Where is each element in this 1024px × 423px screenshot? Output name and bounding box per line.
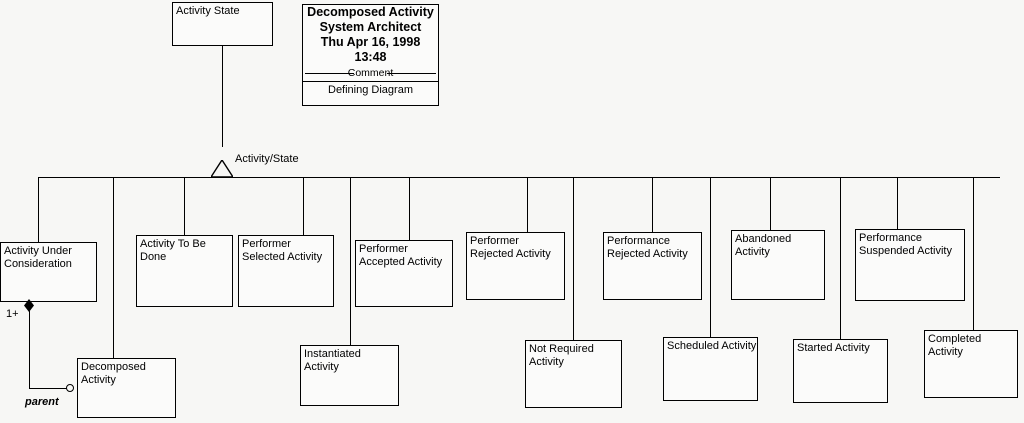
- class-name-activity-to-be-done: Activity To Be Done: [140, 238, 206, 263]
- class-name-activity-under-consideration: Activity Under Consideration: [4, 245, 72, 270]
- title-block-time: 13:48: [354, 50, 387, 64]
- connector-activity-under-consideration: [38, 177, 39, 242]
- class-box-activity-to-be-done[interactable]: Activity To Be Done: [136, 235, 233, 307]
- class-name-started-activity: Started Activity: [797, 342, 870, 354]
- class-name-completed-activity: Completed Activity: [928, 333, 982, 358]
- association-segment-horizontal: [29, 388, 67, 389]
- connector-abandoned-activity: [770, 177, 771, 230]
- connector-not-required-activity: [573, 177, 574, 340]
- class-name-not-required-activity: Not Required Activity: [529, 343, 594, 368]
- class-name-performance-rejected-activity: Performance Rejected Activity: [607, 235, 688, 260]
- association-segment-vertical: [29, 311, 30, 388]
- connector-completed-activity: [973, 177, 974, 330]
- association-role-label: parent: [25, 396, 59, 408]
- connector-decomposed-activity: [113, 177, 114, 358]
- title-block-name: Decomposed Activity: [307, 5, 434, 19]
- diagram-title-block: Decomposed Activity System Architect Thu…: [302, 4, 439, 106]
- class-box-decomposed-activity[interactable]: Decomposed Activity: [77, 358, 176, 418]
- class-name-abandoned-activity: Abandoned Activity: [735, 233, 792, 258]
- class-box-performance-rejected-activity[interactable]: Performance Rejected Activity: [603, 232, 702, 300]
- title-block-author: System Architect: [319, 20, 422, 34]
- class-box-performer-selected-activity[interactable]: Performer Selected Activity: [238, 235, 334, 307]
- connector-performer-selected-activity: [303, 177, 304, 235]
- title-block-date: Thu Apr 16, 1998: [320, 35, 421, 49]
- class-name-scheduled-activity: Scheduled Activity: [667, 340, 757, 352]
- class-box-performance-suspended-activity[interactable]: Performance Suspended Activity: [855, 229, 965, 301]
- connector-instantiated-activity: [350, 177, 351, 345]
- connector-started-activity: [840, 177, 841, 339]
- class-name-performance-suspended-activity: Performance Suspended Activity: [859, 232, 952, 257]
- class-name-performer-selected-activity: Performer Selected Activity: [242, 238, 323, 263]
- class-box-not-required-activity[interactable]: Not Required Activity: [525, 340, 622, 408]
- generalization-stem: [222, 46, 223, 147]
- generalization-bar: [38, 177, 1000, 178]
- class-box-abandoned-activity[interactable]: Abandoned Activity: [731, 230, 825, 300]
- class-box-instantiated-activity[interactable]: Instantiated Activity: [300, 345, 399, 406]
- title-block-comment: Defining Diagram: [303, 81, 438, 98]
- class-box-activity-under-consideration[interactable]: Activity Under Consideration: [0, 242, 97, 302]
- association-multiplicity-label: 1+: [6, 308, 19, 320]
- class-box-performer-accepted-activity[interactable]: Performer Accepted Activity: [355, 240, 453, 307]
- connector-performer-rejected-activity: [527, 177, 528, 232]
- composition-diamond-icon: [24, 299, 34, 312]
- class-name-decomposed-activity: Decomposed Activity: [81, 361, 146, 386]
- title-block-comment-separator: Comment: [303, 66, 438, 80]
- connector-performance-rejected-activity: [652, 177, 653, 232]
- class-box-performer-rejected-activity[interactable]: Performer Rejected Activity: [466, 232, 565, 300]
- class-name-performer-accepted-activity: Performer Accepted Activity: [359, 243, 443, 268]
- generalization-discriminator-label: Activity/State: [235, 153, 299, 165]
- generalization-triangle-icon: [211, 160, 233, 177]
- connector-performer-accepted-activity: [409, 177, 410, 240]
- connector-scheduled-activity: [710, 177, 711, 337]
- aggregation-circle-icon: [66, 384, 74, 392]
- class-box-completed-activity[interactable]: Completed Activity: [924, 330, 1018, 398]
- class-name-instantiated-activity: Instantiated Activity: [304, 348, 361, 373]
- class-box-scheduled-activity[interactable]: Scheduled Activity: [663, 337, 758, 401]
- class-name-performer-rejected-activity: Performer Rejected Activity: [470, 235, 551, 260]
- connector-performance-suspended-activity: [897, 177, 898, 229]
- connector-activity-to-be-done: [184, 177, 185, 235]
- class-name-activity-state: Activity State: [176, 5, 240, 17]
- class-box-activity-state[interactable]: Activity State: [172, 2, 273, 46]
- class-box-started-activity[interactable]: Started Activity: [793, 339, 888, 403]
